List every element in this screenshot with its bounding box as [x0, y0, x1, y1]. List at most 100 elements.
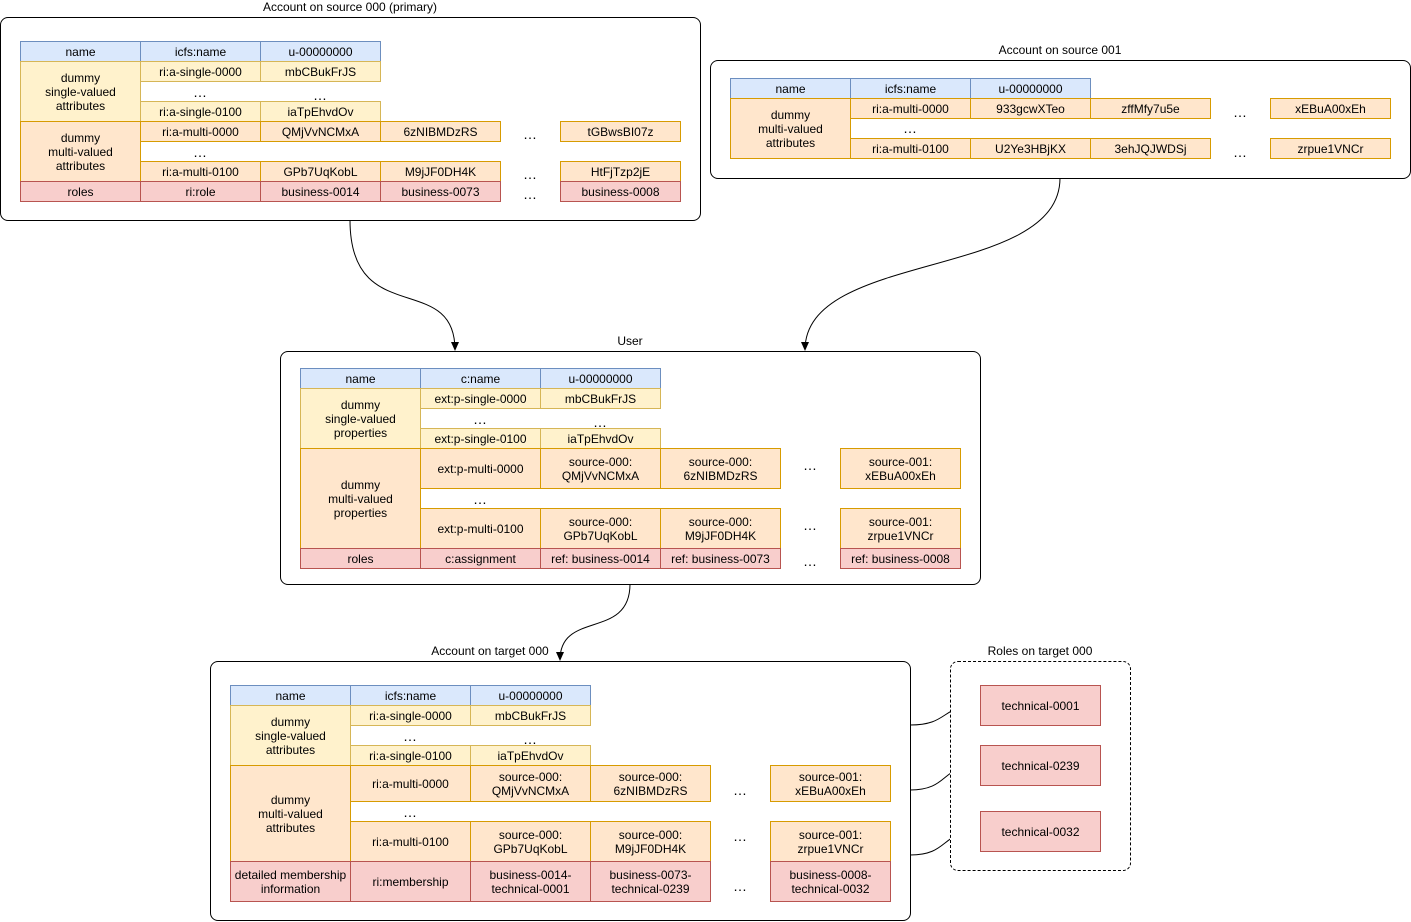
single-val-0000: mbCBukFrJS — [260, 61, 381, 82]
header-uid: u-00000000 — [470, 685, 591, 706]
header-icfs-name: icfs:name — [850, 78, 971, 99]
technical-role: technical-0001 — [980, 685, 1101, 726]
multi-attr-0100: ri:a-multi-0100 — [140, 161, 261, 182]
role-ref: ref: business-0073 — [660, 548, 781, 569]
multi-0000-value: xEBuA00xEh — [1270, 98, 1391, 119]
multi-attr-0100: ri:a-multi-0100 — [850, 138, 971, 159]
roles-attr: c:assignment — [420, 548, 541, 569]
header-icfs-name: icfs:name — [350, 685, 471, 706]
ellipsis: … — [733, 828, 747, 844]
source-000-title: Account on source 000 (primary) — [262, 0, 438, 14]
single-valued-group-label: dummy single-valued properties — [300, 388, 421, 449]
ellipsis: … — [313, 87, 327, 103]
single-valued-group-label: dummy single-valued attributes — [20, 61, 141, 122]
membership-value: business-0014- technical-0001 — [470, 861, 591, 902]
multi-0000-value: QMjVvNCMxA — [260, 121, 381, 142]
multi-0000-value: zffMfy7u5e — [1090, 98, 1211, 119]
technical-role: technical-0032 — [980, 811, 1101, 852]
header-c-name: c:name — [420, 368, 541, 389]
membership-value: business-0008- technical-0032 — [770, 861, 891, 902]
header-name: name — [730, 78, 851, 99]
multi-valued-group-label: dummy multi-valued attributes — [730, 98, 851, 159]
multi-0000-value: source-000: QMjVvNCMxA — [540, 448, 661, 489]
single-val-0000: mbCBukFrJS — [470, 705, 591, 726]
ellipsis: … — [523, 126, 537, 142]
ellipsis: … — [523, 166, 537, 182]
role-value: business-0073 — [380, 181, 501, 202]
multi-0100-value: source-000: M9jJF0DH4K — [660, 508, 781, 549]
target-roles-title: Roles on target 000 — [987, 644, 1093, 658]
source-001-title: Account on source 001 — [998, 43, 1122, 57]
multi-attr-0000: ri:a-multi-0000 — [850, 98, 971, 119]
multi-0100-value: 3ehJQJWDSj — [1090, 138, 1211, 159]
ellipsis: … — [473, 491, 487, 507]
single-val-0100: iaTpEhvdOv — [540, 428, 661, 449]
header-uid: u-00000000 — [970, 78, 1091, 99]
single-prop-0100: ext:p-single-0100 — [420, 428, 541, 449]
header-icfs-name: icfs:name — [140, 41, 261, 62]
single-val-0100: iaTpEhvdOv — [470, 745, 591, 766]
single-attr-0100: ri:a-single-0100 — [140, 101, 261, 122]
multi-0100-value: HtFjTzp2jE — [560, 161, 681, 182]
multi-0100-value: source-000: GPb7UqKobL — [540, 508, 661, 549]
roles-label: roles — [300, 548, 421, 569]
role-value: business-0014 — [260, 181, 381, 202]
single-prop-0000: ext:p-single-0000 — [420, 388, 541, 409]
multi-0100-value: M9jJF0DH4K — [380, 161, 501, 182]
multi-0000-value: source-000: QMjVvNCMxA — [470, 765, 591, 802]
single-val-0100: iaTpEhvdOv — [260, 101, 381, 122]
target-000-title: Account on target 000 — [431, 644, 549, 658]
multi-attr-0100: ri:a-multi-0100 — [350, 821, 471, 862]
ellipsis: … — [403, 728, 417, 744]
multi-valued-group-label: dummy multi-valued properties — [300, 448, 421, 549]
multi-0100-value: source-001: zrpue1VNCr — [770, 821, 891, 862]
role-ref: ref: business-0014 — [540, 548, 661, 569]
multi-0100-value: GPb7UqKobL — [260, 161, 381, 182]
multi-0000-value: source-001: xEBuA00xEh — [770, 765, 891, 802]
header-name: name — [230, 685, 351, 706]
ellipsis: … — [473, 411, 487, 427]
multi-0100-value: zrpue1VNCr — [1270, 138, 1391, 159]
technical-role: technical-0239 — [980, 745, 1101, 786]
single-attr-0000: ri:a-single-0000 — [140, 61, 261, 82]
roles-label: roles — [20, 181, 141, 202]
multi-attr-0000: ri:a-multi-0000 — [350, 765, 471, 802]
header-name: name — [20, 41, 141, 62]
multi-0100-value: source-000: M9jJF0DH4K — [590, 821, 711, 862]
membership-attr: ri:membership — [350, 861, 471, 902]
ellipsis: … — [193, 84, 207, 100]
multi-prop-0000: ext:p-multi-0000 — [420, 448, 541, 489]
user-title: User — [617, 334, 643, 348]
ellipsis: … — [403, 804, 417, 820]
arrow-source001-to-user — [801, 177, 1061, 351]
multi-0000-value: 933gcwXTeo — [970, 98, 1091, 119]
ellipsis: … — [803, 553, 817, 569]
roles-attr: ri:role — [140, 181, 261, 202]
single-valued-group-label: dummy single-valued attributes — [230, 705, 351, 766]
ellipsis: … — [1233, 104, 1247, 120]
header-name: name — [300, 368, 421, 389]
ellipsis: … — [803, 457, 817, 473]
single-val-0000: mbCBukFrJS — [540, 388, 661, 409]
role-ref: ref: business-0008 — [840, 548, 961, 569]
multi-valued-group-label: dummy multi-valued attributes — [230, 765, 351, 862]
membership-value: business-0073- technical-0239 — [590, 861, 711, 902]
multi-valued-group-label: dummy multi-valued attributes — [20, 121, 141, 182]
arrow-source000-to-user — [349, 219, 459, 351]
ellipsis: … — [733, 878, 747, 894]
ellipsis: … — [523, 186, 537, 202]
ellipsis: … — [523, 731, 537, 747]
multi-0100-value: U2Ye3HBjKX — [970, 138, 1091, 159]
multi-0100-value: source-000: GPb7UqKobL — [470, 821, 591, 862]
single-attr-0100: ri:a-single-0100 — [350, 745, 471, 766]
ellipsis: … — [803, 517, 817, 533]
ellipsis: … — [733, 782, 747, 798]
multi-0000-value: 6zNIBMDzRS — [380, 121, 501, 142]
multi-0000-value: source-001: xEBuA00xEh — [840, 448, 961, 489]
multi-prop-0100: ext:p-multi-0100 — [420, 508, 541, 549]
ellipsis: … — [593, 414, 607, 430]
role-value: business-0008 — [560, 181, 681, 202]
ellipsis: … — [193, 144, 207, 160]
multi-0000-value: source-000: 6zNIBMDzRS — [590, 765, 711, 802]
multi-attr-0000: ri:a-multi-0000 — [140, 121, 261, 142]
